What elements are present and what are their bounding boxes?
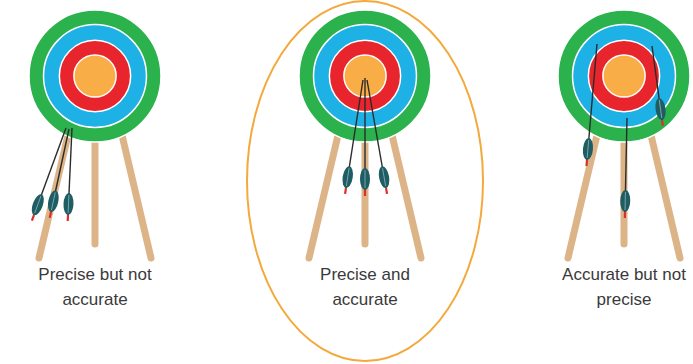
arrow-fletching-vane — [625, 192, 626, 210]
arrow-shaft — [34, 128, 66, 215]
arrow-fletching — [377, 165, 391, 188]
target-leg — [391, 131, 421, 258]
arrow-fletching — [654, 98, 667, 121]
arrow-fletching-vane — [365, 170, 366, 188]
arrow-nock — [585, 160, 588, 166]
arrow-fletching — [360, 168, 370, 190]
target-ring — [59, 40, 130, 111]
target-leg — [568, 131, 598, 258]
arrow-nock — [50, 212, 51, 218]
target-leg — [121, 131, 151, 258]
target-caption: Precise but not accurate — [31, 262, 159, 312]
arrow-nock — [624, 212, 626, 218]
arrow-fletching-vane — [35, 196, 41, 213]
arrow-shaft — [346, 80, 363, 188]
arrow-fletching-vane — [659, 100, 661, 118]
arrow-fletching-vane — [346, 168, 349, 186]
arrow-fletching-vane — [587, 140, 589, 158]
target-ring — [74, 55, 116, 97]
arrow-nock — [67, 215, 69, 221]
target-leg — [650, 131, 680, 258]
target-ring — [29, 10, 161, 142]
target-ring — [603, 55, 645, 97]
arrow-fletching — [46, 189, 60, 213]
arrow-fletching-vane — [68, 195, 70, 213]
arrow-fletching — [582, 138, 594, 161]
arrow-nock — [364, 190, 366, 196]
arrow-fletching — [341, 165, 354, 188]
targets — [29, 10, 690, 258]
target-caption: Precise and accurate — [301, 262, 429, 312]
target-ring — [558, 10, 690, 142]
arrows — [29, 44, 667, 221]
target-leg — [309, 131, 339, 258]
arrow-fletching — [63, 193, 74, 215]
arrow-nock — [344, 188, 347, 194]
arrow-nock — [32, 215, 34, 221]
target-ring — [588, 40, 659, 111]
arrow-shaft — [367, 80, 386, 188]
arrow-nock — [661, 120, 664, 126]
target-ring — [44, 25, 147, 128]
highlight-ellipse — [247, 1, 483, 361]
arrow-fletching-vane — [383, 168, 386, 186]
target-caption: Accurate but not precise — [560, 262, 688, 312]
target-ring — [573, 25, 676, 128]
arrow-nock — [386, 188, 387, 194]
arrow-fletching — [620, 190, 630, 212]
arrow-fletching-vane — [51, 192, 55, 210]
target-leg — [92, 136, 99, 244]
arrow-fletching — [29, 193, 46, 217]
